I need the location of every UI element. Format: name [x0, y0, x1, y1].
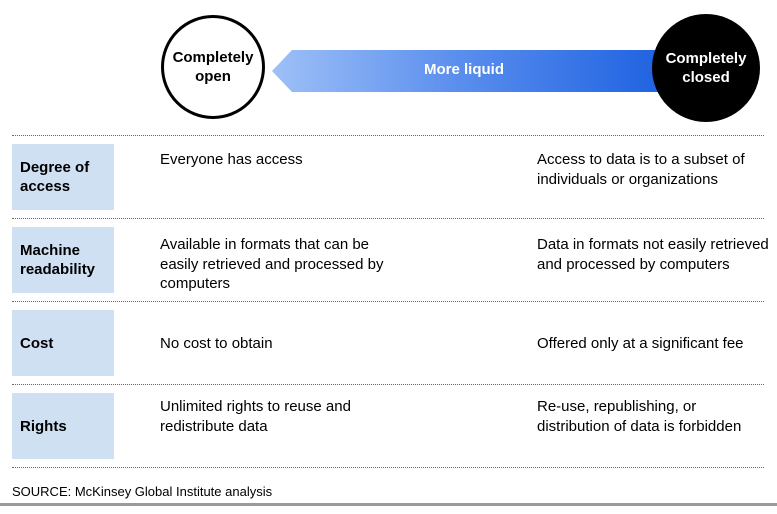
- row-divider: [12, 467, 764, 468]
- row-divider: [12, 218, 764, 219]
- rights-closed: Re-use, republishing, or distribution of…: [537, 398, 742, 435]
- machine-readability-closed: Data in formats not easily retrieved and…: [537, 236, 769, 273]
- row-label-machine-readability: Machine readability: [12, 227, 114, 293]
- completely-closed-circle: Completely closed: [652, 14, 760, 122]
- row-label-rights: Rights: [12, 393, 114, 459]
- completely-open-label: Completely open: [172, 49, 254, 85]
- cost-closed: Offered only at a significant fee: [537, 335, 744, 352]
- row-divider: [12, 384, 764, 385]
- row-label-degree-of-access: Degree of access: [12, 144, 114, 210]
- liquidity-scale-header: Completely open More liquid Completely c…: [0, 0, 777, 130]
- row-divider: [12, 135, 764, 136]
- row-divider: [12, 301, 764, 302]
- completely-closed-label: Completely closed: [665, 50, 747, 86]
- degree-of-access-closed: Access to data is to a subset of individ…: [537, 151, 745, 188]
- rights-open: Unlimited rights to reuse and redistribu…: [160, 398, 351, 435]
- arrow-shape: [272, 50, 680, 92]
- cost-open: No cost to obtain: [160, 335, 273, 352]
- completely-open-circle: Completely open: [161, 15, 265, 119]
- liquidity-arrow: [272, 50, 680, 92]
- more-liquid-label: More liquid: [424, 61, 504, 78]
- machine-readability-open: Available in formats that can be easily …: [160, 236, 384, 292]
- degree-of-access-open: Everyone has access: [160, 151, 303, 168]
- row-label-cost: Cost: [12, 310, 114, 376]
- bottom-rule: [0, 503, 777, 506]
- source-note: SOURCE: McKinsey Global Institute analys…: [12, 484, 273, 499]
